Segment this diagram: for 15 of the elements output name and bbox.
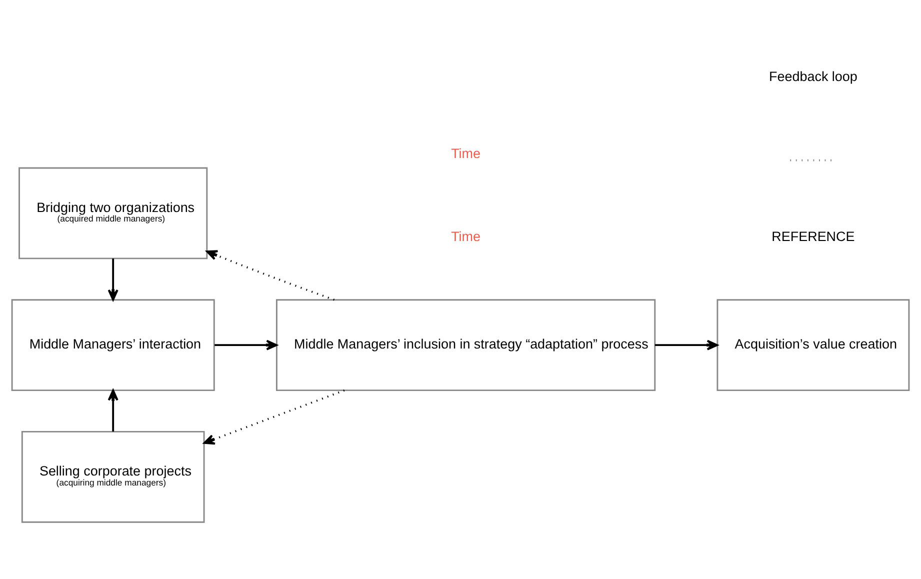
node-box: Acquisition’s value creation [716, 299, 910, 392]
arrow [108, 258, 118, 301]
arrow [108, 389, 118, 432]
label: Time [451, 146, 481, 162]
label: REFERENCE [772, 228, 855, 244]
arrow [203, 389, 345, 445]
node-box: Bridging two organizations (acquired middle managers) [18, 167, 208, 260]
arrow [206, 250, 335, 301]
node-box: Middle Managers’ interaction [11, 299, 215, 392]
node-box: Middle Managers’ inclusion in strategy “adaptation” process [276, 299, 656, 392]
arrow [214, 340, 278, 350]
label: Time [451, 228, 481, 244]
node-box: Selling corporate projects (acquiring middle managers) [21, 430, 205, 523]
legend-label: Feedback loop [769, 69, 858, 84]
arrow [654, 340, 718, 350]
